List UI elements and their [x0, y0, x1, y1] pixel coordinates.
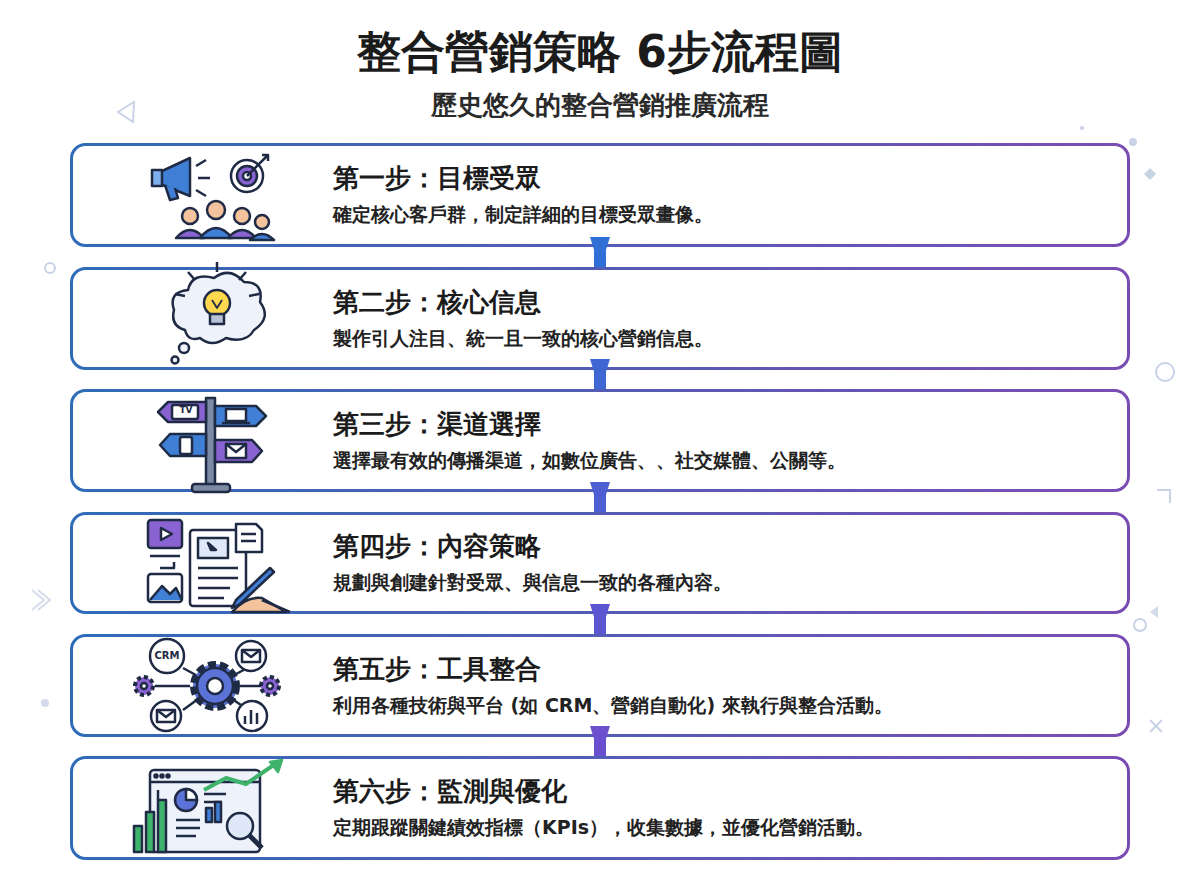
flow-arrow [594, 492, 606, 512]
box-text-group: 第四步：內容策略規劃與創建針對受眾、與信息一致的各種內容。 [333, 512, 1110, 614]
box-border [72, 758, 1129, 859]
flow-arrow [594, 370, 606, 389]
box-outline [70, 756, 1130, 860]
flow-arrow [594, 737, 606, 756]
process-box: 第六步：監測與優化定期跟蹤關鍵績效指標（KPIs），收集數據，並優化營銷活動。 [70, 756, 1130, 860]
box-border [72, 269, 1129, 369]
box-text-group: 第二步：核心信息製作引人注目、統一且一致的核心營銷信息。 [333, 267, 1110, 370]
box-border [72, 391, 1129, 491]
box-text-group: 第一步：目標受眾確定核心客戶群，制定詳細的目標受眾畫像。 [333, 143, 1110, 247]
diagram-title: 整合營銷策略 6步流程圖 [0, 26, 1200, 79]
box-outline [70, 634, 1130, 737]
process-box: 第二步：核心信息製作引人注目、統一且一致的核心營銷信息。 [70, 267, 1130, 370]
step-description: 定期跟蹤關鍵績效指標（KPIs），收集數據，並優化營銷活動。 [333, 815, 1110, 841]
step-heading: 第三步：渠道選擇 [333, 408, 1110, 442]
flow-arrow [594, 247, 606, 267]
process-box: 第一步：目標受眾確定核心客戶群，制定詳細的目標受眾畫像。 [70, 143, 1130, 247]
process-box: 第三步：渠道選擇選擇最有效的傳播渠道，如數位廣告、、社交媒體、公關等。 [70, 389, 1130, 492]
process-box: 第四步：內容策略規劃與創建針對受眾、與信息一致的各種內容。 [70, 512, 1130, 614]
step-description: 製作引人注目、統一且一致的核心營銷信息。 [333, 326, 1110, 352]
box-border [72, 145, 1129, 246]
box-text-group: 第六步：監測與優化定期跟蹤關鍵績效指標（KPIs），收集數據，並優化營銷活動。 [333, 756, 1110, 860]
box-border [72, 636, 1129, 736]
icon-label: TV [175, 405, 197, 415]
box-text-group: 第三步：渠道選擇選擇最有效的傳播渠道，如數位廣告、、社交媒體、公關等。 [333, 389, 1110, 492]
box-outline [70, 143, 1130, 247]
step-heading: 第四步：內容策略 [333, 530, 1110, 564]
step-description: 選擇最有效的傳播渠道，如數位廣告、、社交媒體、公關等。 [333, 448, 1110, 474]
flow-arrow [594, 614, 606, 634]
step-heading: 第二步：核心信息 [333, 286, 1110, 320]
box-outline [70, 512, 1130, 614]
step-description: 確定核心客戶群，制定詳細的目標受眾畫像。 [333, 202, 1110, 228]
process-box: 第五步：工具整合利用各種技術與平台 (如 CRM、營銷自動化) 來執行與整合活動… [70, 634, 1130, 737]
box-outline [70, 267, 1130, 370]
icon-label: CRM [151, 650, 183, 661]
step-description: 規劃與創建針對受眾、與信息一致的各種內容。 [333, 570, 1110, 596]
subtitle: 歷史悠久的整合營銷推廣流程 [0, 88, 1200, 123]
step-heading: 第六步：監測與優化 [333, 775, 1110, 809]
box-border [72, 514, 1129, 613]
box-outline [70, 389, 1130, 492]
step-description: 利用各種技術與平台 (如 CRM、營銷自動化) 來執行與整合活動。 [333, 693, 1110, 719]
step-heading: 第五步：工具整合 [333, 653, 1110, 687]
step-heading: 第一步：目標受眾 [333, 162, 1110, 196]
box-text-group: 第五步：工具整合利用各種技術與平台 (如 CRM、營銷自動化) 來執行與整合活動… [333, 634, 1110, 737]
